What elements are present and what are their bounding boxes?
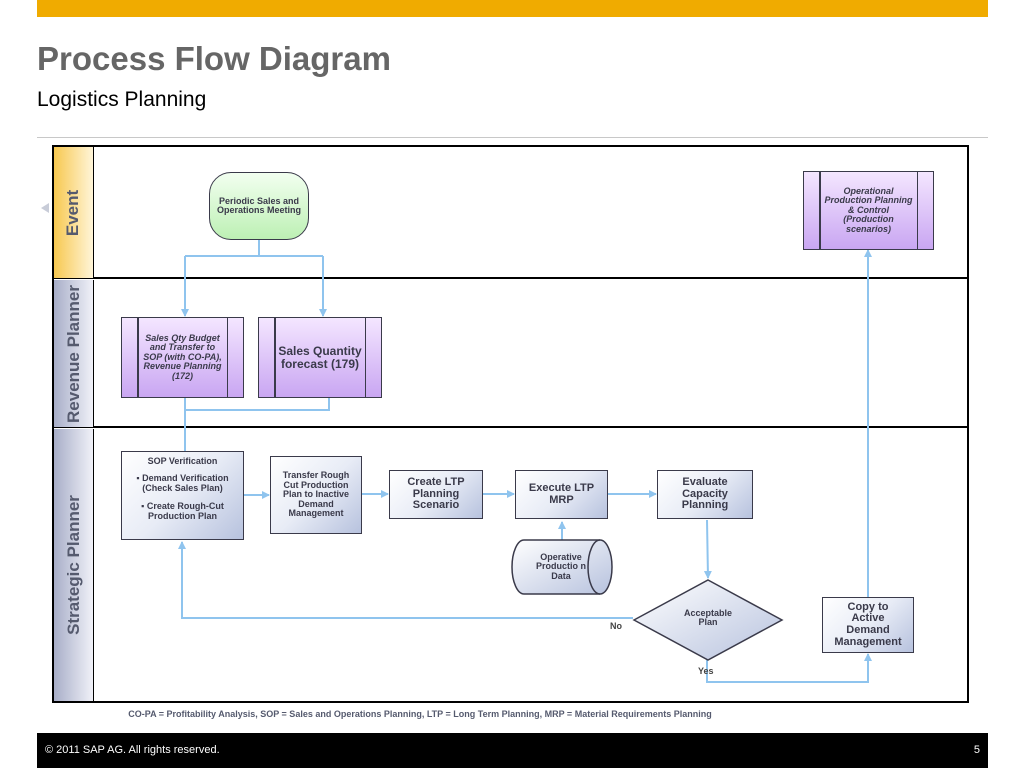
node-label: Create LTP Planning Scenario: [407, 476, 465, 512]
bullet-text: Demand Verification (Check Sales Plan): [142, 473, 229, 493]
edge-label-yes: Yes: [698, 666, 714, 676]
node-bullet: ▪ Create Rough-Cut Production Plan: [141, 501, 224, 521]
lane-revenue-planner: Revenue Planner: [54, 280, 94, 427]
lane-event: Event: [54, 147, 94, 278]
left-arrow-icon: [41, 203, 49, 213]
operational-planning-node: Operational Production Planning & Contro…: [803, 171, 934, 250]
evaluate-capacity-node: Evaluate Capacity Planning: [657, 470, 753, 519]
node-label: Periodic Sales and Operations Meeting: [216, 195, 301, 215]
node-label: Transfer Rough Cut Production Plan to In…: [282, 470, 350, 519]
node-label: Operational Production Planning & Contro…: [824, 185, 913, 234]
node-label: Copy to Active Demand Management: [834, 600, 902, 648]
accent-bar: [37, 0, 988, 17]
node-title: SOP Verification: [147, 456, 218, 466]
node-label: Execute LTP MRP: [528, 481, 595, 506]
create-ltp-scenario-node: Create LTP Planning Scenario: [389, 470, 483, 519]
page-title: Process Flow Diagram: [37, 40, 391, 77]
sales-qty-budget-node: Sales Qty Budget and Transfer to SOP (wi…: [121, 317, 244, 398]
acceptable-plan-decision: [632, 579, 784, 661]
lane-divider: [52, 426, 969, 428]
header-divider: [37, 137, 988, 138]
abbreviation-footnote: CO-PA = Profitability Analysis, SOP = Sa…: [128, 709, 712, 719]
page-subtitle: Logistics Planning: [37, 88, 207, 111]
bullet-text: Create Rough-Cut Production Plan: [146, 501, 224, 521]
copyright-text: © 2011 SAP AG. All rights reserved.: [45, 744, 220, 756]
page-number: 5: [973, 744, 980, 756]
edge-label-no: No: [610, 621, 622, 631]
copy-active-demand-node: Copy to Active Demand Management: [822, 597, 914, 653]
node-label: Sales Quantity forecast (179): [278, 343, 362, 371]
swimlane-diagram: [52, 145, 969, 703]
sop-verification-node: SOP Verification ▪ Demand Verification (…: [121, 451, 244, 540]
periodic-sales-meeting-node: Periodic Sales and Operations Meeting: [209, 172, 309, 240]
decision-label: Acceptable Plan: [683, 607, 733, 627]
execute-ltp-mrp-node: Execute LTP MRP: [515, 470, 608, 519]
footer-bar: © 2011 SAP AG. All rights reserved. 5: [37, 733, 988, 768]
node-label: Sales Qty Budget and Transfer to SOP (wi…: [143, 332, 222, 381]
operative-data-store: [511, 539, 613, 595]
lane-strategic-planner: Strategic Planner: [54, 429, 94, 701]
node-label: Evaluate Capacity Planning: [681, 476, 729, 512]
lane-divider: [52, 277, 969, 279]
sales-quantity-forecast-node: Sales Quantity forecast (179): [258, 317, 382, 398]
operative-data-label: Operative Productio n Data: [536, 551, 586, 581]
node-bullet: ▪ Demand Verification (Check Sales Plan): [136, 473, 229, 493]
transfer-rough-cut-node: Transfer Rough Cut Production Plan to In…: [270, 456, 362, 534]
